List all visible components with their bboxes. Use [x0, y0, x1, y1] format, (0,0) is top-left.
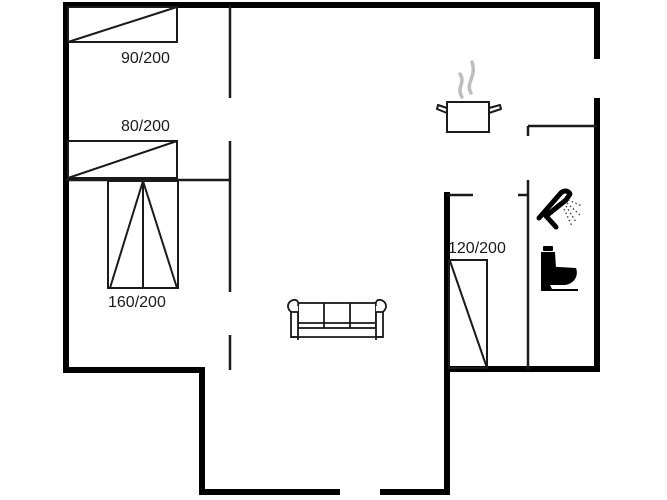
- bed-label-80-200: 80/200: [121, 118, 170, 135]
- bed-label-160-200: 160/200: [108, 294, 166, 311]
- interior-walls: [66, 5, 597, 370]
- bed-double: [107, 180, 179, 289]
- sofa-icon: [287, 298, 387, 340]
- shower-icon: [536, 188, 583, 230]
- bed-single-mid: [67, 140, 178, 179]
- toilet-icon: [541, 246, 578, 291]
- bed-label-120-200: 120/200: [448, 240, 506, 257]
- cooking-pot-icon: [436, 60, 502, 133]
- exterior-walls: [63, 2, 600, 495]
- bed-small-room: [448, 259, 488, 369]
- bed-single-top: [67, 6, 178, 43]
- bed-label-90-200: 90/200: [121, 50, 170, 67]
